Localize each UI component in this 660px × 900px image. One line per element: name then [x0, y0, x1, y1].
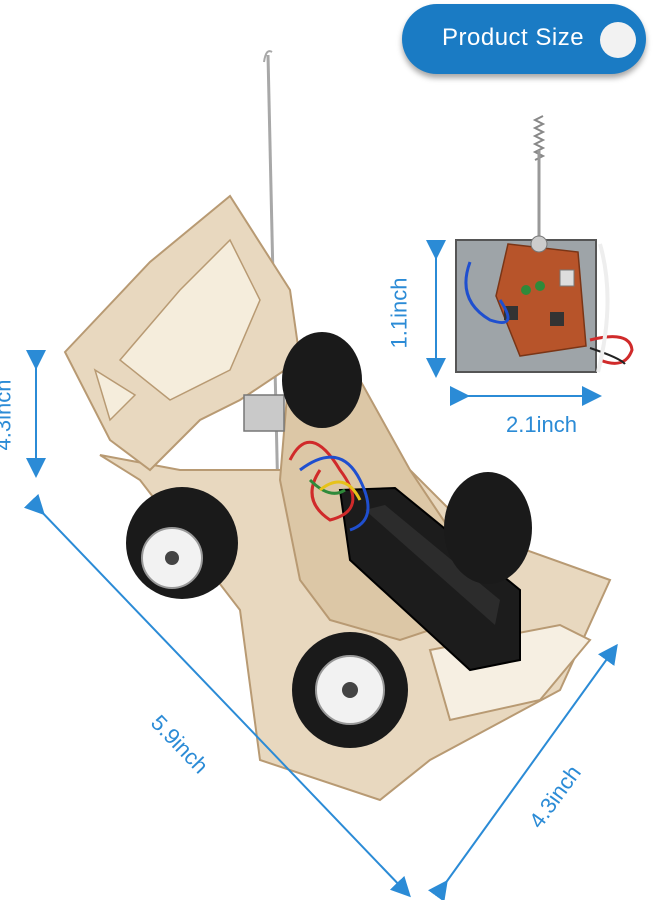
remote-width-label: 2.1inch	[506, 412, 577, 437]
wheel-front-right	[444, 472, 532, 584]
car-width-arrow	[428, 643, 618, 900]
remote-height-label: 1.1inch	[386, 277, 412, 349]
motor	[243, 394, 285, 432]
wheel-front-left	[292, 632, 408, 748]
remote-antenna-spring	[532, 115, 546, 161]
toggle-knob-icon	[600, 22, 636, 58]
remote-controller	[455, 115, 634, 373]
product-size-badge: Product Size	[402, 4, 646, 74]
wheel-rear-right	[282, 332, 362, 428]
car-height-label: 4.3inch	[0, 379, 16, 451]
wheel-rear-left	[126, 487, 238, 599]
car-length-arrow	[23, 493, 411, 898]
badge-label: Product Size	[442, 24, 585, 51]
remote-button-right	[550, 312, 564, 326]
